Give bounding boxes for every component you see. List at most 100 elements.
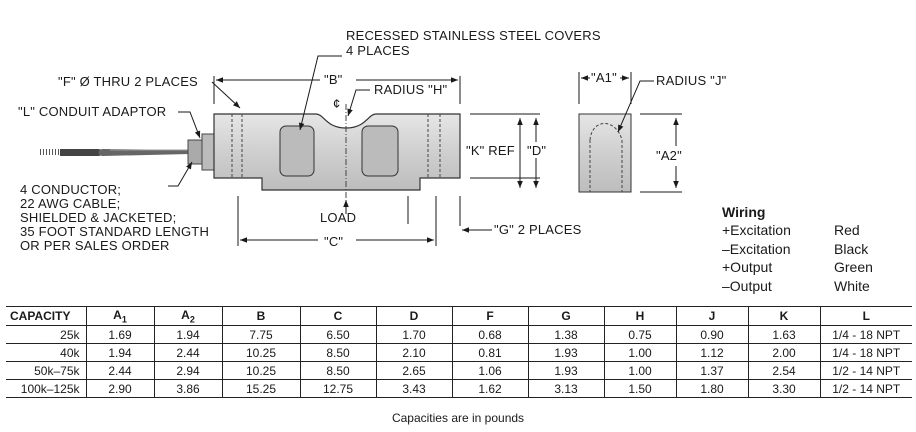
dimension-cell: 1.94 <box>153 325 222 344</box>
radius-j-label: RADIUS "J" <box>656 73 727 88</box>
cable-spec-line: 35 FOOT STANDARD LENGTH <box>20 224 209 239</box>
dimension-cell: 0.75 <box>603 325 676 344</box>
load-cell-end-view <box>578 113 632 193</box>
l-conduit-callout: "L" CONDUIT ADAPTOR <box>18 104 166 119</box>
wiring-row: +Output Green <box>722 259 902 278</box>
column-header: C <box>299 306 376 326</box>
dimension-cell: 3.30 <box>747 379 820 398</box>
wiring-signal: –Output <box>722 277 772 294</box>
dimension-cell: 3.13 <box>527 379 604 398</box>
dimension-cell: 1.00 <box>603 361 676 380</box>
dimension-cell: 8.50 <box>299 343 376 362</box>
column-header: H <box>603 306 676 326</box>
dimension-cell: 3.86 <box>153 379 222 398</box>
capacity-cell: 40k <box>6 343 86 362</box>
drawing-labels: RECESSED STAINLESS STEEL COVERS 4 PLACES… <box>18 28 727 253</box>
column-header-label: F <box>486 309 494 323</box>
wiring-signal: +Output <box>722 259 773 275</box>
dimension-cell: 15.25 <box>221 379 300 398</box>
centerline-symbol: ¢ <box>333 96 340 111</box>
cable-spec-line: 4 CONDUCTOR; <box>20 182 121 197</box>
capacity-cell: 25k <box>6 325 86 344</box>
dimension-cell: 1.06 <box>451 361 528 380</box>
dimension-cell: 1.00 <box>603 343 676 362</box>
column-header-label: A <box>113 307 122 322</box>
dimension-cell: 1.93 <box>527 361 604 380</box>
wiring-title: Wiring <box>722 204 766 220</box>
wiring-signal: –Excitation <box>722 240 791 257</box>
column-header: B <box>221 306 300 326</box>
column-header: F <box>451 306 528 326</box>
radius-h-label: RADIUS "H" <box>374 82 448 97</box>
dimension-cell: 10.25 <box>221 361 300 380</box>
dimension-cell: 2.44 <box>153 343 222 362</box>
column-header-label: CAPACITY <box>10 309 71 323</box>
column-header-label: J <box>708 309 716 323</box>
dimension-cell: 6.50 <box>299 325 376 344</box>
dimension-cell: 2.00 <box>747 343 820 362</box>
dimension-cell: 2.65 <box>375 361 452 380</box>
dimension-cell: 2.90 <box>85 379 154 398</box>
column-header: J <box>675 306 748 326</box>
dimension-cell: 1/4 - 18 NPT <box>819 325 912 344</box>
column-header-label: L <box>862 309 870 323</box>
covers-callout-line2: 4 PLACES <box>346 43 410 58</box>
f-thru-callout: "F" Ø THRU 2 PLACES <box>58 74 198 89</box>
dimension-cell: 1/2 - 14 NPT <box>819 361 912 380</box>
column-header: CAPACITY <box>6 306 86 326</box>
dimension-cell: 1.69 <box>85 325 154 344</box>
dimension-cell: 1.94 <box>85 343 154 362</box>
column-header-subscript: 2 <box>189 314 195 325</box>
load-cell-drawing: RECESSED STAINLESS STEEL COVERS 4 PLACES… <box>18 28 727 253</box>
dimension-cell: 12.75 <box>299 379 376 398</box>
cable-spec-line: SHIELDED & JACKETED; <box>20 210 176 225</box>
g-places-label: "G" 2 PLACES <box>494 222 582 237</box>
dimension-cell: 1.37 <box>675 361 748 380</box>
wiring-row: +Excitation Red <box>722 222 902 241</box>
column-header: L <box>819 306 912 326</box>
leader-lines <box>168 55 654 187</box>
d-dimension-label: "D" <box>527 143 546 158</box>
column-header-label: H <box>635 309 645 323</box>
column-header: D <box>375 306 452 326</box>
a1-dimension-label: "A1" <box>591 70 617 85</box>
dimension-cell: 1.80 <box>675 379 748 398</box>
column-header-subscript: 1 <box>121 314 127 325</box>
wiring-row: –Output White <box>722 278 902 297</box>
wiring-signal: +Excitation <box>722 222 791 238</box>
wiring-color: Green <box>834 259 873 275</box>
dimension-cell: 1.38 <box>527 325 604 344</box>
dimension-cell: 1.70 <box>375 325 452 344</box>
column-header-label: D <box>409 309 419 323</box>
b-dimension-label: "B" <box>324 72 343 87</box>
dimension-cell: 1.63 <box>747 325 820 344</box>
cable <box>40 149 190 156</box>
wiring-color: White <box>834 277 870 294</box>
dimension-cell: 2.54 <box>747 361 820 380</box>
dimension-cell: 2.44 <box>85 361 154 380</box>
cable-spec-line: OR PER SALES ORDER <box>20 238 170 253</box>
dimension-cell: 0.81 <box>451 343 528 362</box>
column-header-label: C <box>333 309 343 323</box>
conduit-adaptor <box>187 133 215 171</box>
column-header: A2 <box>153 306 222 326</box>
column-header: A1 <box>85 306 154 326</box>
dimension-cell: 1.50 <box>603 379 676 398</box>
wiring-color: Red <box>834 222 860 238</box>
load-label: LOAD <box>320 210 356 225</box>
column-header-label: B <box>256 309 266 323</box>
dimension-cell: 1/4 - 18 NPT <box>819 343 912 362</box>
dimension-cell: 2.94 <box>153 361 222 380</box>
dimension-cell: 1/2 - 14 NPT <box>819 379 912 398</box>
wiring-legend: Wiring +Excitation Red –Excitation Black… <box>722 204 902 296</box>
column-header-label: A <box>181 307 190 322</box>
dimension-cell: 2.10 <box>375 343 452 362</box>
dimension-cell: 3.43 <box>375 379 452 398</box>
column-header: G <box>527 306 604 326</box>
